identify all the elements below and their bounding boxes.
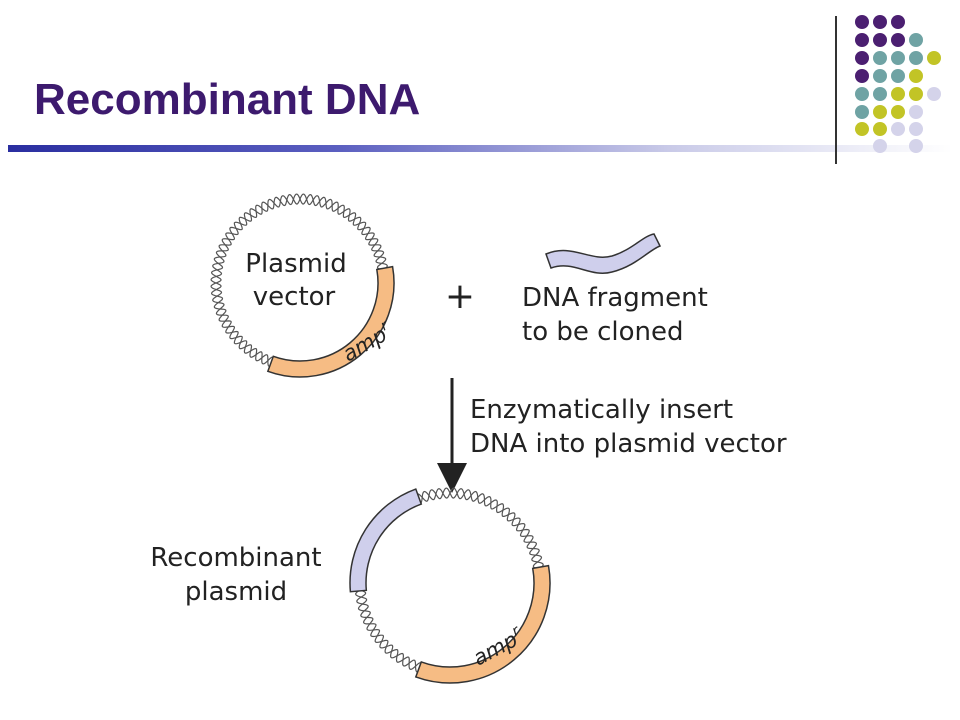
dna-fragment-label-line1: DNA fragment bbox=[522, 283, 708, 313]
plus-sign: + bbox=[445, 276, 475, 317]
step-label-line1: Enzymatically insert bbox=[470, 395, 733, 425]
insert-segment bbox=[349, 488, 423, 593]
step-label-line2: DNA into plasmid vector bbox=[470, 429, 787, 459]
recombinant-label-line2: plasmid bbox=[185, 577, 287, 607]
dna-fragment bbox=[545, 233, 662, 274]
amp-segment-vector bbox=[266, 265, 395, 378]
corner-divider-line bbox=[835, 16, 837, 164]
title-underline bbox=[8, 145, 952, 152]
plasmid-vector-label-line2: vector bbox=[253, 282, 336, 312]
plasmid-vector: Plasmid vector ampr bbox=[210, 193, 395, 378]
dna-fragment-label-line2: to be cloned bbox=[522, 317, 684, 347]
plasmid-vector-label-line1: Plasmid bbox=[245, 249, 346, 279]
recombinant-plasmid: ampr bbox=[349, 487, 551, 684]
recombinant-label-line1: Recombinant bbox=[150, 543, 321, 573]
slide-title: Recombinant DNA bbox=[34, 75, 421, 124]
amp-segment-recombinant bbox=[414, 564, 551, 684]
